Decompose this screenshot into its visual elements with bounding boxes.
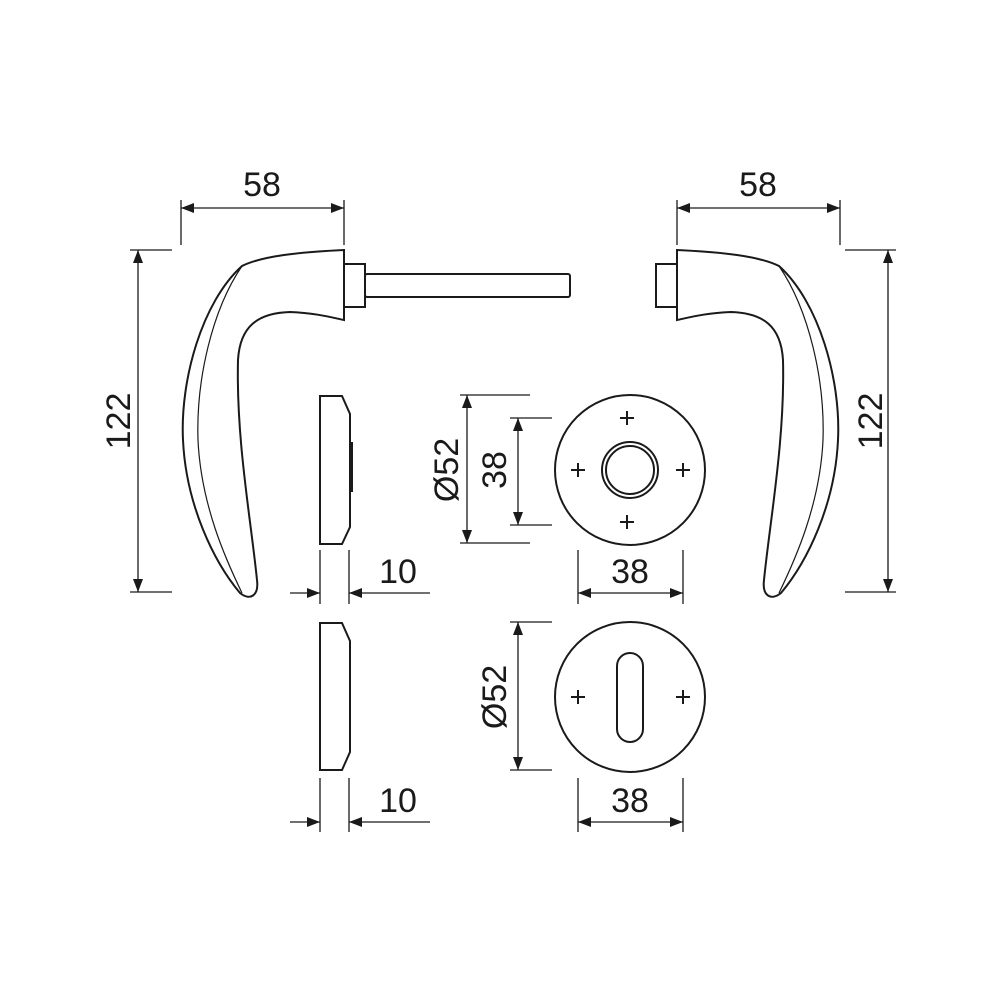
dimension-rose-diameter: Ø52: [428, 394, 530, 544]
dimension-rose-width: 38: [577, 550, 684, 604]
fixing-hole-marks: [571, 690, 690, 704]
dimension-left-height: 122: [100, 249, 172, 593]
fixing-hole-marks: [571, 411, 690, 529]
dimension-label: 10: [379, 782, 417, 820]
dimension-label: 38: [476, 451, 514, 489]
dimension-rose-fixing-spacing: 38: [476, 417, 552, 526]
rose-side-view: [319, 395, 353, 545]
dimension-label: 58: [739, 166, 777, 204]
dimension-label: 122: [852, 393, 890, 450]
rose-front-view: [554, 394, 706, 546]
keyhole-side-view: [319, 622, 351, 771]
dimension-rose-thickness: 10: [290, 550, 430, 604]
dimension-right-height: 122: [845, 249, 896, 593]
dimension-keyhole-thickness: 10: [290, 778, 430, 832]
dimension-left-width: 58: [180, 166, 345, 245]
dimension-label: Ø52: [476, 665, 514, 729]
dimension-label: 58: [243, 166, 281, 204]
dimension-label: 38: [611, 553, 649, 591]
keyhole-front-view: [554, 621, 706, 773]
dimension-label: 10: [379, 553, 417, 591]
handle-left: [181, 249, 571, 598]
dimension-right-width: 58: [676, 166, 841, 245]
handle-right-outline: [655, 249, 840, 598]
dimension-keyhole-width: 38: [577, 778, 684, 832]
dimension-label: 122: [100, 393, 138, 450]
dimension-label: 38: [611, 782, 649, 820]
keyhole-slot: [616, 652, 644, 743]
dimension-label: Ø52: [428, 438, 466, 502]
spindle: [364, 273, 571, 298]
dimension-keyhole-diameter: Ø52: [476, 621, 552, 771]
handle-right: [655, 249, 840, 598]
